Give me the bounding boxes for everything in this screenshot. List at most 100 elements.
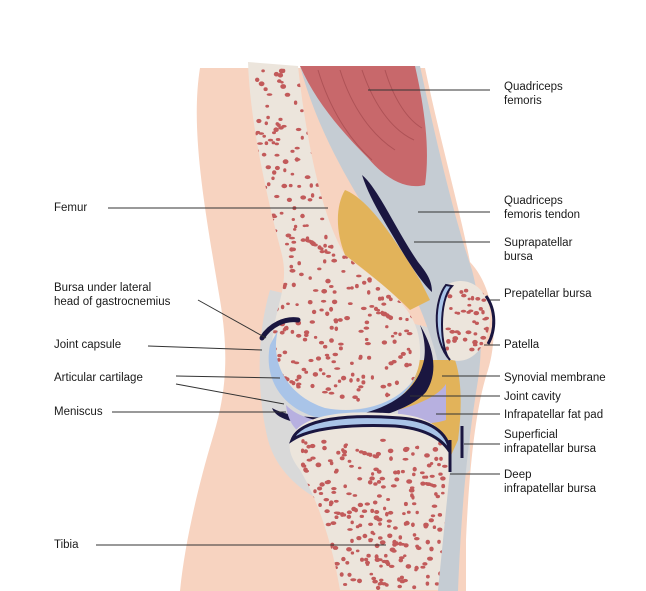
label-prepatellar-bursa: Prepatellar bursa xyxy=(504,288,592,300)
marrow-dot xyxy=(394,477,400,482)
marrow-dot xyxy=(379,540,386,545)
marrow-dot xyxy=(378,536,383,540)
marrow-dot xyxy=(404,520,410,526)
marrow-dot xyxy=(389,456,393,461)
marrow-dot xyxy=(483,327,488,331)
marrow-dot xyxy=(366,452,371,456)
marrow-dot xyxy=(275,138,281,141)
marrow-dot xyxy=(398,355,403,359)
marrow-dot xyxy=(304,175,311,180)
marrow-dot xyxy=(429,546,434,552)
marrow-dot xyxy=(352,395,358,400)
marrow-dot xyxy=(426,574,430,579)
marrow-dot xyxy=(315,462,322,468)
quadriceps-tendon-band xyxy=(300,66,481,591)
marrow-dot xyxy=(315,356,322,361)
marrow-dot xyxy=(341,270,346,273)
marrow-dot xyxy=(332,290,337,294)
marrow-dot xyxy=(352,494,358,497)
marrow-dot xyxy=(361,374,366,379)
marrow-dot xyxy=(305,224,309,227)
leader-lines xyxy=(96,89,500,546)
femur-bone xyxy=(248,62,421,410)
marrow-dot xyxy=(325,311,330,317)
marrow-dot xyxy=(357,477,363,481)
marrow-dot xyxy=(399,556,405,560)
marrow-dot xyxy=(481,310,485,315)
marrow-dot xyxy=(331,487,337,491)
marrow-dot xyxy=(329,325,334,330)
marrow-dot xyxy=(318,368,323,372)
marrow-dot xyxy=(481,298,487,302)
marrow-dot xyxy=(271,141,276,145)
marrow-dot xyxy=(308,276,312,280)
marrow-dot xyxy=(454,330,460,334)
marrow-dot xyxy=(347,302,353,305)
marrow-dot xyxy=(334,367,341,370)
marrow-dot xyxy=(369,476,375,481)
marrow-dot xyxy=(376,480,382,484)
marrow-dot xyxy=(264,121,268,126)
marrow-dot xyxy=(255,77,260,83)
label-joint-capsule: Joint capsule xyxy=(54,339,122,351)
marrow-dot xyxy=(297,184,302,188)
label-text: femoris xyxy=(504,95,542,107)
marrow-dot xyxy=(334,468,339,473)
marrow-dot xyxy=(274,142,279,146)
marrow-dot xyxy=(293,228,297,231)
marrow-dot xyxy=(307,198,313,202)
marrow-dot xyxy=(294,146,300,150)
marrow-dot xyxy=(329,306,334,312)
marrow-dot xyxy=(272,170,277,175)
marrow-dot xyxy=(333,511,340,515)
marrow-dot xyxy=(334,326,339,332)
marrow-dot xyxy=(420,481,426,486)
marrow-dot xyxy=(473,332,478,336)
marrow-dot xyxy=(460,309,467,313)
marrow-dot xyxy=(295,303,299,306)
marrow-dot xyxy=(318,492,324,495)
marrow-dot xyxy=(323,498,330,502)
marrow-dot xyxy=(438,472,443,476)
marrow-dot xyxy=(357,578,362,584)
marrow-dot xyxy=(467,297,471,301)
marrow-dot xyxy=(340,512,345,517)
marrow-dot xyxy=(422,562,428,566)
marrow-dot xyxy=(350,372,355,377)
marrow-dot xyxy=(356,388,361,392)
marrow-dot xyxy=(412,466,417,472)
marrow-dot xyxy=(399,575,404,580)
marrow-dot xyxy=(274,153,280,157)
marrow-dot xyxy=(297,261,302,266)
marrow-dot xyxy=(386,498,391,501)
label-text: Suprapatellar xyxy=(504,237,573,249)
marrow-dot xyxy=(376,469,382,474)
marrow-dot xyxy=(364,320,370,325)
marrow-dot xyxy=(302,337,308,342)
marrow-dot xyxy=(308,358,314,363)
marrow-dot xyxy=(386,519,392,523)
marrow-dot xyxy=(428,518,434,523)
marrow-dot xyxy=(331,258,338,263)
marrow-dot xyxy=(278,117,283,121)
marrow-dot xyxy=(376,494,382,498)
label-femur: Femur xyxy=(54,202,88,214)
marrow-dot xyxy=(358,523,363,528)
marrow-dot xyxy=(324,249,328,254)
marrow-dot xyxy=(360,557,364,562)
marrow-dot xyxy=(357,466,362,470)
marrow-dot xyxy=(371,472,375,476)
marrow-dot xyxy=(387,382,392,387)
label-text: bursa xyxy=(504,251,533,263)
marrow-dot xyxy=(463,288,469,293)
marrow-dot xyxy=(366,553,371,558)
marrow-dot xyxy=(393,526,398,530)
marrow-dot xyxy=(461,293,467,298)
marrow-dot xyxy=(478,307,483,311)
marrow-dot xyxy=(300,238,306,242)
marrow-dot xyxy=(469,347,475,352)
marrow-dot xyxy=(347,528,353,531)
marrow-dot xyxy=(331,253,336,257)
marrow-dot xyxy=(475,297,481,301)
